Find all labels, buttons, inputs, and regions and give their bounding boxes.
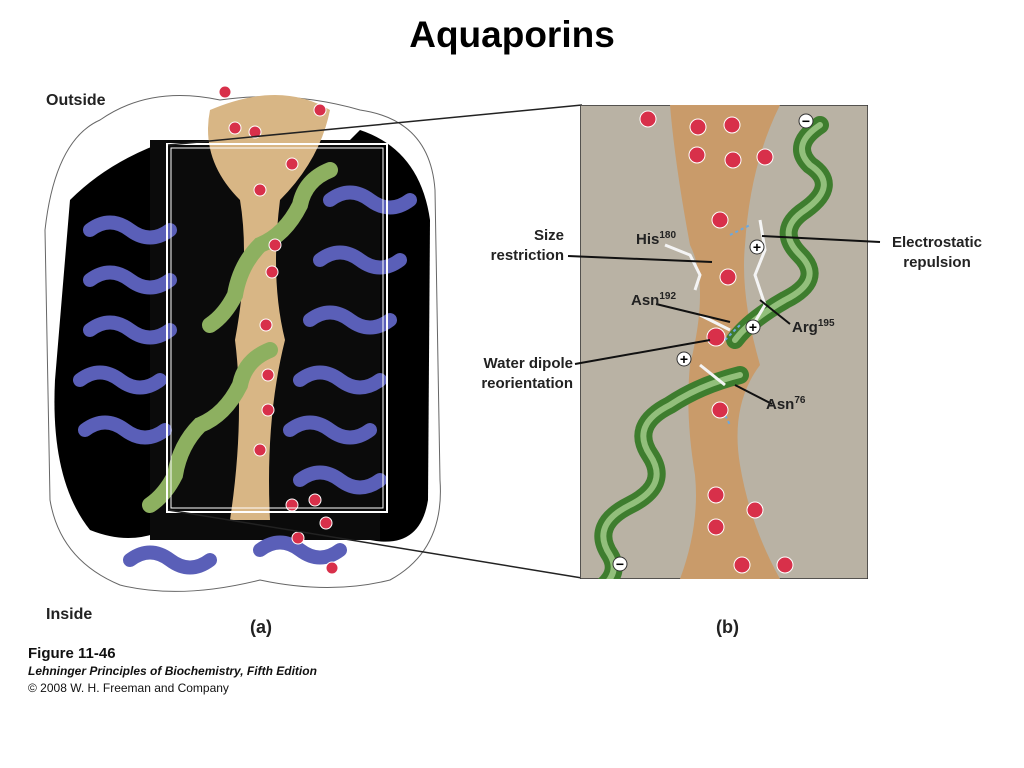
water-channel (208, 95, 330, 520)
panel-b-detail: − + + + − (580, 105, 868, 579)
book-title: Lehninger Principles of Biochemistry, Fi… (28, 664, 317, 678)
svg-text:+: + (680, 351, 688, 367)
blue-helices (73, 185, 417, 575)
electrostatic-repulsion-label: Electrostatic repulsion (891, 234, 983, 271)
svg-text:−: − (616, 556, 624, 572)
panel-a-structure (44, 85, 441, 592)
svg-text:+: + (753, 239, 761, 255)
arg-residue-label: Arg195 (792, 318, 835, 336)
inset-frame-outer (166, 143, 388, 513)
water-dipole-label: Water dipole reorientation (481, 355, 573, 392)
asn192-residue-label: Asn192 (631, 291, 677, 309)
inside-label: Inside (46, 606, 93, 623)
his-residue-label: His180 (636, 230, 677, 248)
figure-number: Figure 11-46 (28, 645, 116, 662)
water-molecules (218, 85, 339, 575)
residue-side-chains (664, 219, 767, 387)
copyright: © 2008 W. H. Freeman and Company (28, 681, 229, 695)
outside-label: Outside (46, 92, 106, 109)
inset-frame-inner (170, 147, 384, 509)
svg-text:−: − (802, 113, 810, 129)
panel-a-caption: (a) (250, 617, 272, 637)
size-restriction-label: Size restriction (490, 227, 564, 264)
channel-pore (670, 105, 780, 579)
charge-markers: − + + + − (612, 113, 814, 572)
green-helices (142, 162, 338, 513)
asn76-residue-label: Asn76 (766, 395, 806, 413)
svg-text:+: + (749, 319, 757, 335)
panel-b-caption: (b) (716, 617, 739, 637)
page-title: Aquaporins (409, 14, 615, 55)
hydrogen-bonds (719, 224, 751, 426)
water-molecules-detail (639, 110, 794, 574)
